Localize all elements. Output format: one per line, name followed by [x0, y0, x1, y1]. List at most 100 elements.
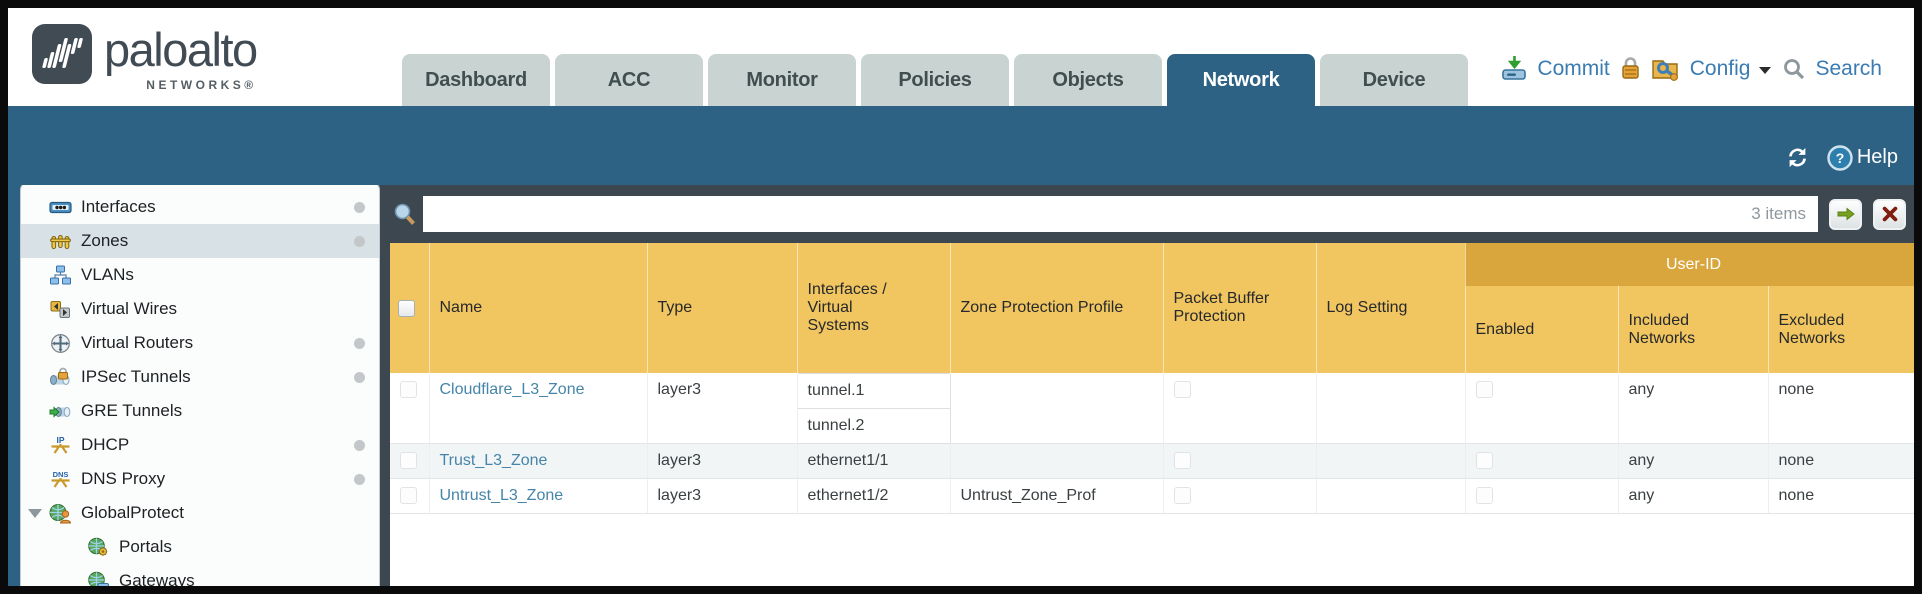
column-header-type[interactable]: Type: [647, 243, 798, 373]
sidebar-item-label: Gateways: [119, 571, 195, 586]
interface-cell: ethernet1/1: [797, 443, 951, 479]
sidebar-item-label: VLANs: [81, 265, 134, 284]
search-icon[interactable]: [1782, 57, 1806, 81]
tab-network[interactable]: Network: [1167, 54, 1315, 106]
row-checkbox[interactable]: [400, 487, 417, 504]
zone-name-link[interactable]: Trust_L3_Zone: [439, 451, 548, 469]
virtual-wires-icon: [49, 299, 72, 320]
tab-acc[interactable]: ACC: [555, 54, 703, 106]
globalprotect-icon: [49, 503, 72, 524]
column-header-enabled[interactable]: Enabled: [1465, 286, 1619, 373]
config-button[interactable]: Config: [1689, 56, 1751, 80]
filter-toolbar: 3 items: [390, 185, 1914, 243]
sidebar-item-label: DNS Proxy: [81, 469, 166, 488]
content-area: 3 items: [380, 185, 1914, 586]
expand-triangle-icon[interactable]: [28, 509, 42, 518]
zone-name-link[interactable]: Untrust_L3_Zone: [439, 486, 564, 504]
column-header-excluded-networks[interactable]: Excluded Networks: [1768, 286, 1914, 373]
sidebar-item-portals[interactable]: Portals: [21, 530, 379, 564]
select-all-header: [390, 243, 430, 373]
refresh-icon[interactable]: [1784, 144, 1811, 171]
zone-name-link[interactable]: Cloudflare_L3_Zone: [439, 381, 585, 398]
status-dot: [354, 338, 365, 349]
config-caret-icon[interactable]: [1759, 67, 1772, 74]
row-checkbox[interactable]: [400, 452, 417, 469]
help-icon: ?: [1827, 144, 1853, 171]
column-header-log-setting[interactable]: Log Setting: [1316, 243, 1466, 373]
status-dot: [354, 236, 365, 247]
packet-buffer-protection-cell: [1163, 373, 1317, 444]
sidebar-item-gateways[interactable]: Gateways: [21, 564, 379, 586]
zone-protection-profile-cell: [950, 373, 1164, 444]
ipsec-tunnels-icon: [49, 367, 72, 388]
sidebar-item-virtual-routers[interactable]: Virtual Routers: [21, 326, 379, 360]
apply-filter-button[interactable]: [1829, 198, 1862, 230]
sidebar-item-zones[interactable]: Zones: [21, 224, 379, 258]
sidebar-item-globalprotect[interactable]: GlobalProtect: [21, 496, 379, 530]
column-header-zone-protection-profile[interactable]: Zone Protection Profile: [950, 243, 1164, 373]
log-setting-cell: [1316, 478, 1466, 514]
user-id-enabled-checkbox[interactable]: [1475, 381, 1493, 398]
sidebar-item-label: GlobalProtect: [81, 503, 184, 522]
user-id-enabled-checkbox[interactable]: [1475, 452, 1493, 469]
status-dot: [354, 474, 365, 485]
row-select-cell: [390, 373, 430, 444]
log-setting-cell: [1316, 443, 1466, 479]
zone-type-cell: layer3: [647, 443, 798, 479]
filter-input[interactable]: [435, 204, 1752, 224]
tab-policies[interactable]: Policies: [861, 54, 1009, 106]
tab-monitor[interactable]: Monitor: [708, 54, 856, 106]
commit-icon[interactable]: [1501, 55, 1528, 82]
zone-type-cell: layer3: [647, 478, 798, 514]
gre-tunnels-icon: [49, 401, 72, 422]
filter-input-box: 3 items: [423, 196, 1818, 232]
excluded-networks-cell: none: [1768, 373, 1914, 444]
interface-cell: tunnel.2: [796, 407, 951, 444]
column-header-packet-buffer-protection[interactable]: Packet Buffer Protection: [1163, 243, 1317, 373]
column-header-interfaces[interactable]: Interfaces / Virtual Systems: [797, 243, 951, 373]
zone-protection-profile-cell: [950, 443, 1164, 479]
included-networks-cell: any: [1618, 443, 1769, 479]
user-id-enabled-cell: [1465, 373, 1619, 444]
packet-buffer-protection-checkbox[interactable]: [1173, 452, 1191, 469]
select-all-checkbox[interactable]: [398, 299, 415, 317]
header-utilities: Commit Config Search: [1501, 55, 1882, 82]
sidebar-item-interfaces[interactable]: Interfaces: [21, 190, 379, 224]
sidebar-item-gre-tunnels[interactable]: GRE Tunnels: [21, 394, 379, 428]
zone-name-cell: Trust_L3_Zone: [429, 443, 648, 479]
sidebar-item-virtual-wires[interactable]: Virtual Wires: [21, 292, 379, 326]
commit-button[interactable]: Commit: [1537, 56, 1610, 80]
vlans-icon: [49, 265, 72, 286]
zones-icon: [49, 231, 72, 252]
row-checkbox[interactable]: [400, 381, 417, 398]
sidebar-item-vlans[interactable]: VLANs: [21, 258, 379, 292]
user-id-enabled-checkbox[interactable]: [1475, 487, 1493, 504]
search-button[interactable]: Search: [1815, 56, 1882, 80]
blue-banner: ? Help: [8, 106, 1914, 185]
items-count: 3 items: [1751, 204, 1806, 223]
clear-filter-button[interactable]: [1873, 198, 1906, 230]
sidebar-item-label: Interfaces: [81, 197, 156, 216]
included-networks-cell: any: [1618, 478, 1769, 514]
tab-dashboard[interactable]: Dashboard: [402, 54, 550, 106]
column-header-included-networks[interactable]: Included Networks: [1618, 286, 1769, 373]
tab-objects[interactable]: Objects: [1014, 54, 1162, 106]
help-button[interactable]: ? Help: [1827, 144, 1898, 171]
packet-buffer-protection-checkbox[interactable]: [1173, 381, 1191, 398]
tab-device[interactable]: Device: [1320, 54, 1468, 106]
lock-icon[interactable]: [1619, 56, 1642, 81]
column-header-name[interactable]: Name: [429, 243, 648, 373]
interface-cell: tunnel.1: [796, 372, 951, 409]
packet-buffer-protection-checkbox[interactable]: [1173, 487, 1191, 504]
config-icon[interactable]: [1651, 55, 1681, 82]
sidebar-item-label: Virtual Wires: [81, 299, 178, 318]
banner-actions: ? Help: [1784, 144, 1898, 171]
sidebar-item-ipsec-tunnels[interactable]: IPSec Tunnels: [21, 360, 379, 394]
